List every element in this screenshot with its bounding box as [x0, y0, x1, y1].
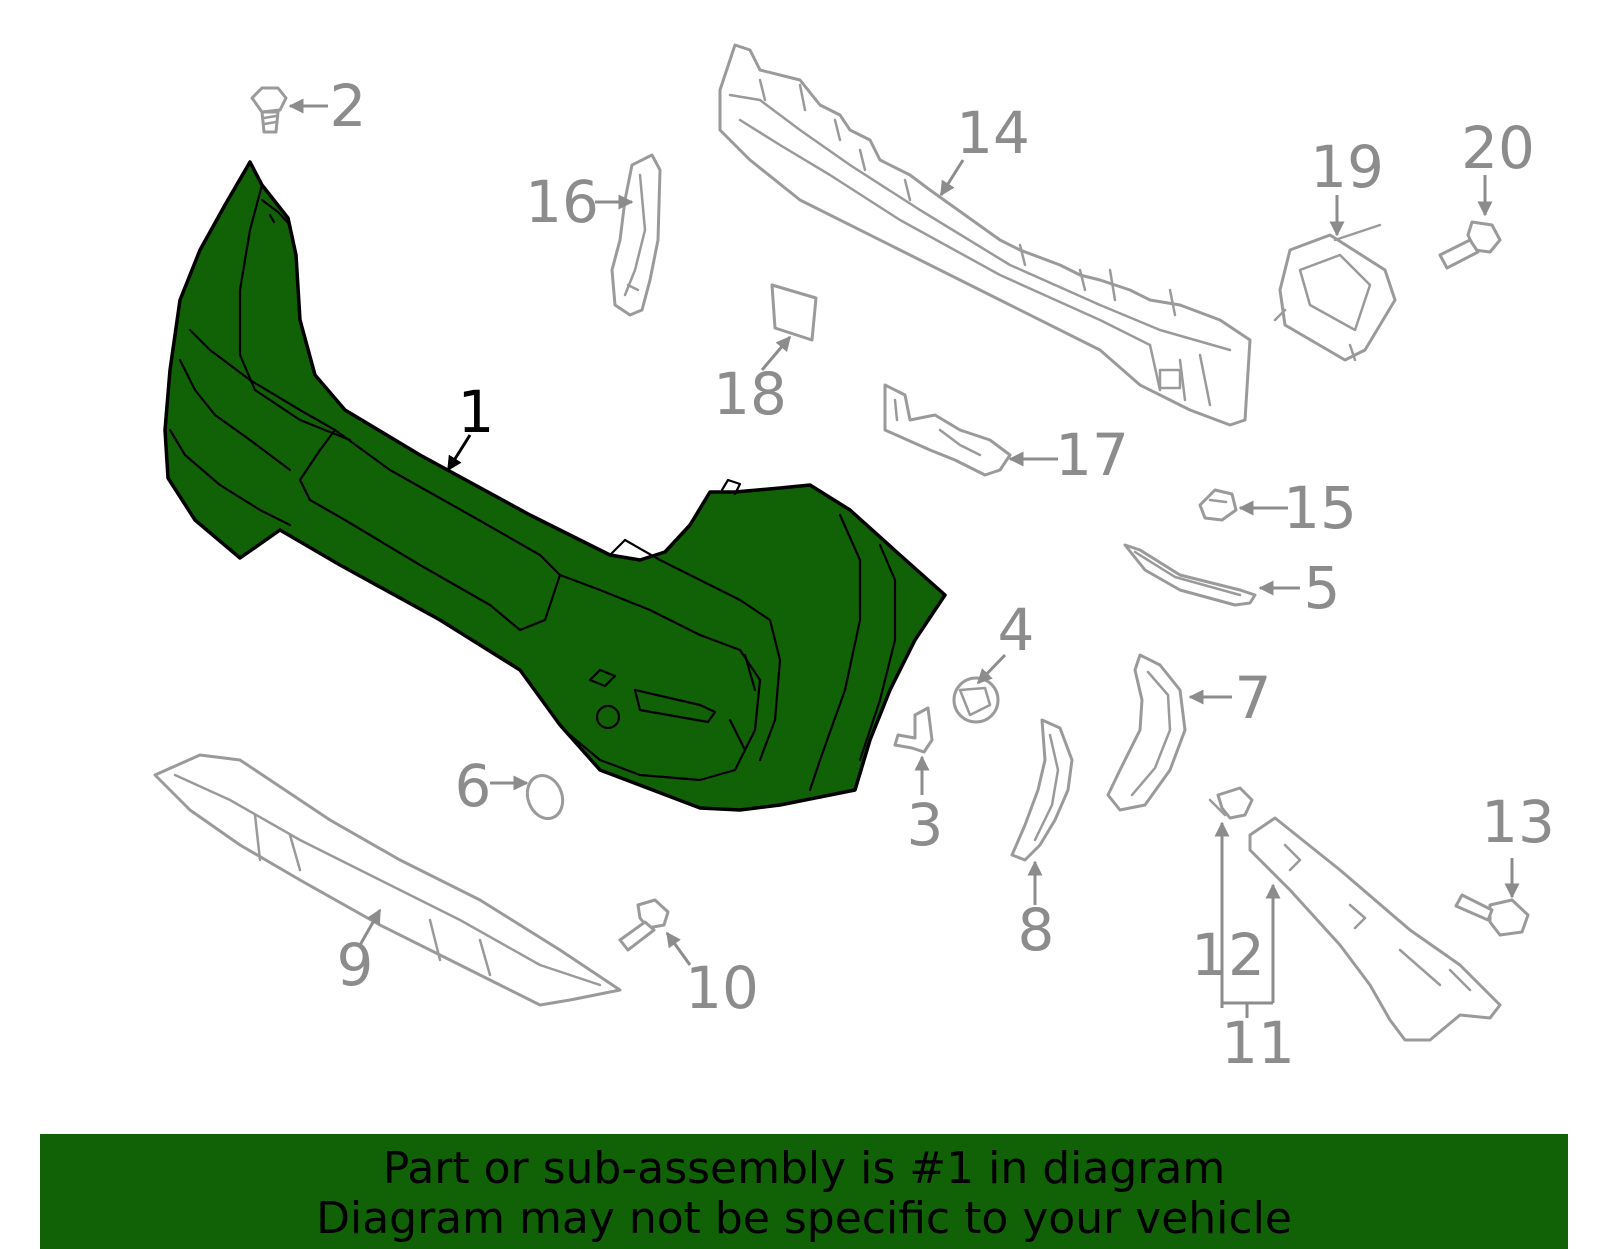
callout-15: 15	[1283, 474, 1357, 542]
banner-line-2: Diagram may not be specific to your vehi…	[316, 1193, 1292, 1244]
callout-18: 18	[713, 360, 787, 428]
callout-16: 16	[525, 168, 599, 236]
clip-12-part	[1208, 786, 1254, 820]
callout-5: 5	[1304, 554, 1341, 622]
bolt-20-part	[1438, 220, 1502, 270]
callout-19: 19	[1310, 133, 1384, 201]
garnish-8-part	[1010, 718, 1074, 862]
callout-20: 20	[1461, 114, 1535, 182]
callout-2: 2	[330, 72, 367, 140]
nut-15-part	[1198, 488, 1238, 522]
leader-14	[939, 159, 965, 197]
reflector-part	[1123, 543, 1257, 607]
callout-numbers: 1 2 3 4 5 6 7 8 9 10 11 12 13 14 15 16 1…	[330, 72, 1555, 1077]
bolt-13-part	[1454, 893, 1530, 937]
callout-13: 13	[1481, 788, 1555, 856]
grommet-6-part	[525, 774, 565, 820]
lamp-bezel-7-part	[1106, 653, 1187, 812]
side-bracket-part	[610, 153, 662, 317]
callout-12: 12	[1191, 921, 1265, 989]
leader-4	[976, 653, 1007, 685]
callout-17: 17	[1055, 421, 1129, 489]
side-support-part	[1248, 816, 1502, 1042]
callout-10: 10	[685, 954, 759, 1022]
clip-4-part	[952, 676, 1000, 724]
callout-4: 4	[998, 596, 1035, 664]
callout-11: 11	[1221, 1009, 1295, 1077]
lower-bracket-part	[883, 383, 1012, 477]
clip-3-part	[893, 706, 934, 754]
callout-1: 1	[458, 378, 495, 446]
leader-10	[665, 931, 692, 966]
reinforcement-beam-part	[718, 43, 1252, 427]
label-part	[770, 283, 818, 342]
leader-9	[358, 908, 382, 946]
lower-diffuser-part	[153, 753, 622, 1007]
callout-8: 8	[1018, 896, 1055, 964]
rear-bumper-cover-part	[163, 160, 947, 812]
bolt-10-part	[618, 898, 670, 952]
callout-3: 3	[907, 791, 944, 859]
callout-6: 6	[455, 752, 492, 820]
tow-hook-cover-housing-part	[1273, 223, 1397, 362]
banner-line-1: Part or sub-assembly is #1 in diagram	[382, 1143, 1226, 1194]
notice-banner: Part or sub-assembly is #1 in diagram Di…	[40, 1134, 1568, 1249]
callout-7: 7	[1235, 664, 1272, 732]
callout-14: 14	[956, 99, 1030, 167]
bolt-2-part	[250, 86, 288, 134]
leader-18	[760, 335, 792, 371]
callout-9: 9	[337, 931, 374, 999]
leader-1	[446, 434, 472, 472]
leader-lines	[288, 98, 1520, 1018]
